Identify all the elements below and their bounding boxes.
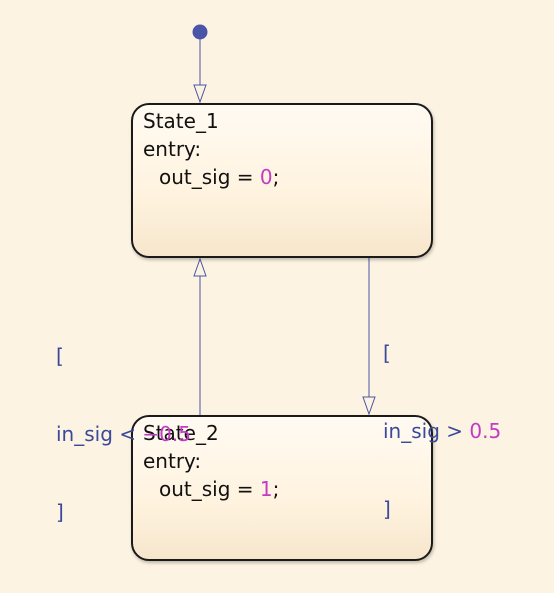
guard-left-value: −0.5 [142, 422, 191, 446]
transition-guard-state1-to-state2[interactable]: [ in_sig > 0.5 ] [383, 288, 501, 548]
guard-right-open-bracket: [ [383, 341, 391, 365]
state-1-entry-action: out_sig = 0; [143, 163, 431, 191]
state-1-assign-value: 0 [259, 165, 273, 189]
guard-left-open-bracket: [ [56, 344, 64, 368]
transition-guard-state2-to-state1[interactable]: [ in_sig < −0.5 ] [56, 291, 191, 551]
state-1-assign-lhs: out_sig = [159, 165, 260, 189]
guard-right-value: 0.5 [469, 419, 502, 443]
state-2-box[interactable]: State_2 entry: out_sig = 1; [131, 415, 433, 561]
state-2-entry-action: out_sig = 1; [143, 475, 431, 503]
default-transition-dot[interactable] [192, 24, 208, 40]
state-1-entry-label: entry: [143, 137, 202, 161]
state-2-name[interactable]: State_2 [143, 421, 219, 445]
default-transition-arrowhead [193, 84, 207, 104]
guard-left-expr: in_sig < [56, 422, 143, 446]
state-2-assign-value: 1 [259, 477, 273, 501]
guard-right-condition: in_sig > 0.5 [383, 418, 501, 444]
guard-left-condition: in_sig < −0.5 [56, 421, 191, 447]
state-1-name[interactable]: State_1 [143, 109, 219, 133]
transition-state1-to-state2-arrowhead [362, 396, 376, 416]
state-1-assign-end: ; [272, 165, 280, 189]
state-1-box[interactable]: State_1 entry: out_sig = 0; [131, 103, 433, 258]
guard-left-close-bracket: ] [56, 500, 64, 524]
state-2-entry-label: entry: [143, 449, 202, 473]
state-2-assign-end: ; [272, 477, 280, 501]
transition-state2-to-state1-arrowhead [193, 257, 207, 277]
state-2-assign-lhs: out_sig = [159, 477, 260, 501]
guard-right-expr: in_sig > [383, 419, 470, 443]
guard-right-close-bracket: ] [383, 497, 391, 521]
